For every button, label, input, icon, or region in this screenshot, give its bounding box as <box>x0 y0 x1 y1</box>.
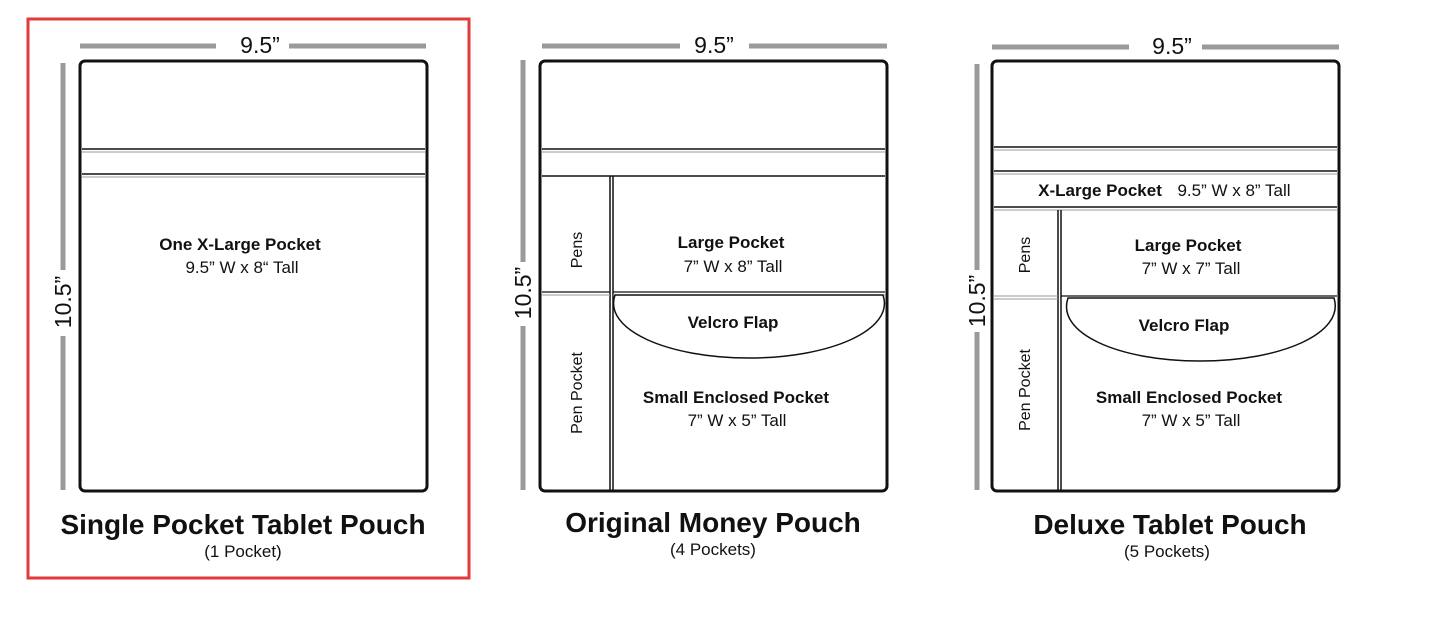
pouch-outline <box>990 59 1341 493</box>
pouch-title: Original Money Pouch <box>565 507 861 538</box>
pouch-subtitle: (1 Pocket) <box>204 542 281 561</box>
pouch-subtitle: (4 Pockets) <box>670 540 756 559</box>
pocket-size-small-enclosed: 7” W x 5” Tall <box>1142 411 1241 430</box>
pocket-name-pens: Pens <box>569 232 586 268</box>
pouch-outline <box>538 59 889 493</box>
pouch-outline <box>78 59 429 493</box>
pouch-title: Single Pocket Tablet Pouch <box>60 509 425 540</box>
width-label: 9.5” <box>694 32 734 58</box>
pocket-size-large: 7” W x 8” Tall <box>684 257 783 276</box>
pocket-name-small-enclosed: Small Enclosed Pocket <box>643 388 829 407</box>
pocket-size-small-enclosed: 7” W x 5” Tall <box>688 411 787 430</box>
pocket-size-large: 7” W x 7” Tall <box>1142 259 1241 278</box>
height-label: 10.5” <box>50 276 76 328</box>
velcro-flap-label: Velcro Flap <box>688 313 779 332</box>
width-label: 9.5” <box>240 32 280 58</box>
pouch-title: Deluxe Tablet Pouch <box>1033 509 1306 540</box>
height-label: 10.5” <box>510 267 536 319</box>
velcro-flap-label: Velcro Flap <box>1139 316 1230 335</box>
pocket-name-pen-pocket: Pen Pocket <box>1017 349 1034 431</box>
pocket-name-small-enclosed: Small Enclosed Pocket <box>1096 388 1282 407</box>
pocket-name-pen-pocket: Pen Pocket <box>569 352 586 434</box>
pouch-original-money[interactable]: 9.5” 10.5” Pens Pen Pocket Large Pocket … <box>510 32 889 559</box>
width-label: 9.5” <box>1152 33 1192 59</box>
velcro-flap-shape <box>612 294 886 359</box>
selection-highlight <box>26 17 471 580</box>
pouch-subtitle: (5 Pockets) <box>1124 542 1210 561</box>
pocket-name-x-large: One X-Large Pocket <box>159 235 321 254</box>
pocket-name-x-large: X-Large Pocket <box>1038 181 1162 200</box>
height-label: 10.5” <box>964 275 990 327</box>
pocket-size-x-large: 9.5” W x 8“ Tall <box>185 258 298 277</box>
pocket-name-pens: Pens <box>1017 237 1034 273</box>
pocket-size-x-large: 9.5” W x 8” Tall <box>1177 181 1290 200</box>
pouch-single-pocket[interactable]: 9.5” 10.5” One X-Large Pocket 9.5” W x 8… <box>26 17 471 580</box>
pocket-name-large: Large Pocket <box>1135 236 1242 255</box>
pocket-name-large: Large Pocket <box>678 233 785 252</box>
velcro-flap-shape <box>1065 297 1336 362</box>
pouch-deluxe-tablet[interactable]: 9.5” 10.5” X-Large Pocket 9.5” W x 8” Ta… <box>964 33 1341 561</box>
